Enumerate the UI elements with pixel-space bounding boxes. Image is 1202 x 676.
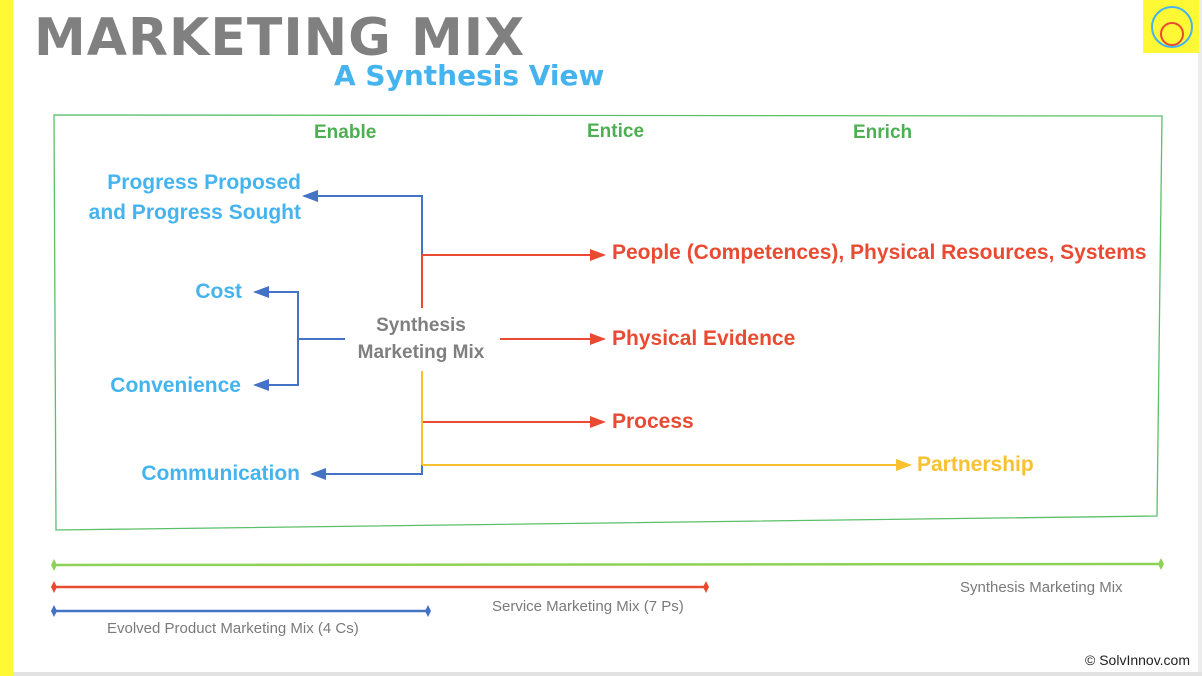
legend-line-service: [51, 581, 709, 593]
connector-progress: [302, 190, 423, 305]
page-title: MARKETING MIX: [34, 8, 526, 68]
center-node-line2: Marketing Mix: [357, 342, 485, 363]
copyright: © SolvInnov.com: [1085, 652, 1190, 668]
item-progress-line2: and Progress Sought: [88, 201, 301, 224]
legend-label-service: Service Marketing Mix (7 Ps): [492, 598, 684, 615]
right-border: [1198, 0, 1202, 676]
item-physical-evidence: Physical Evidence: [612, 327, 796, 350]
item-cost: Cost: [195, 280, 242, 303]
item-communication: Communication: [141, 462, 300, 485]
item-progress-line1: Progress Proposed: [107, 171, 301, 194]
item-progress: Progress Proposed and Progress Sought: [60, 168, 301, 228]
center-node-line1: Synthesis: [376, 315, 466, 336]
item-partnership: Partnership: [917, 453, 1034, 476]
bottom-border: [13, 672, 1202, 676]
column-enable: Enable: [314, 122, 377, 143]
legend-label-synthesis: Synthesis Marketing Mix: [960, 579, 1123, 596]
item-convenience: Convenience: [110, 374, 241, 397]
frame-border: [53, 114, 1163, 531]
logo: [1143, 0, 1199, 53]
center-node: Synthesis Marketing Mix: [343, 312, 499, 366]
concentric-circles-logo-icon: [1151, 6, 1193, 48]
legend-line-synthesis: [51, 558, 1164, 571]
column-entice: Entice: [587, 121, 645, 142]
connector-convenience: [253, 339, 299, 391]
legend-line-product: [51, 605, 431, 617]
legend-label-product: Evolved Product Marketing Mix (4 Cs): [107, 620, 359, 637]
item-people: People (Competences), Physical Resources…: [612, 241, 1147, 264]
column-enrich: Enrich: [853, 122, 913, 143]
connector-cost: [253, 286, 299, 339]
connector-communication: [310, 464, 423, 480]
page-subtitle: A Synthesis View: [334, 59, 605, 92]
item-process: Process: [612, 410, 694, 433]
left-accent-bar: [0, 0, 13, 676]
